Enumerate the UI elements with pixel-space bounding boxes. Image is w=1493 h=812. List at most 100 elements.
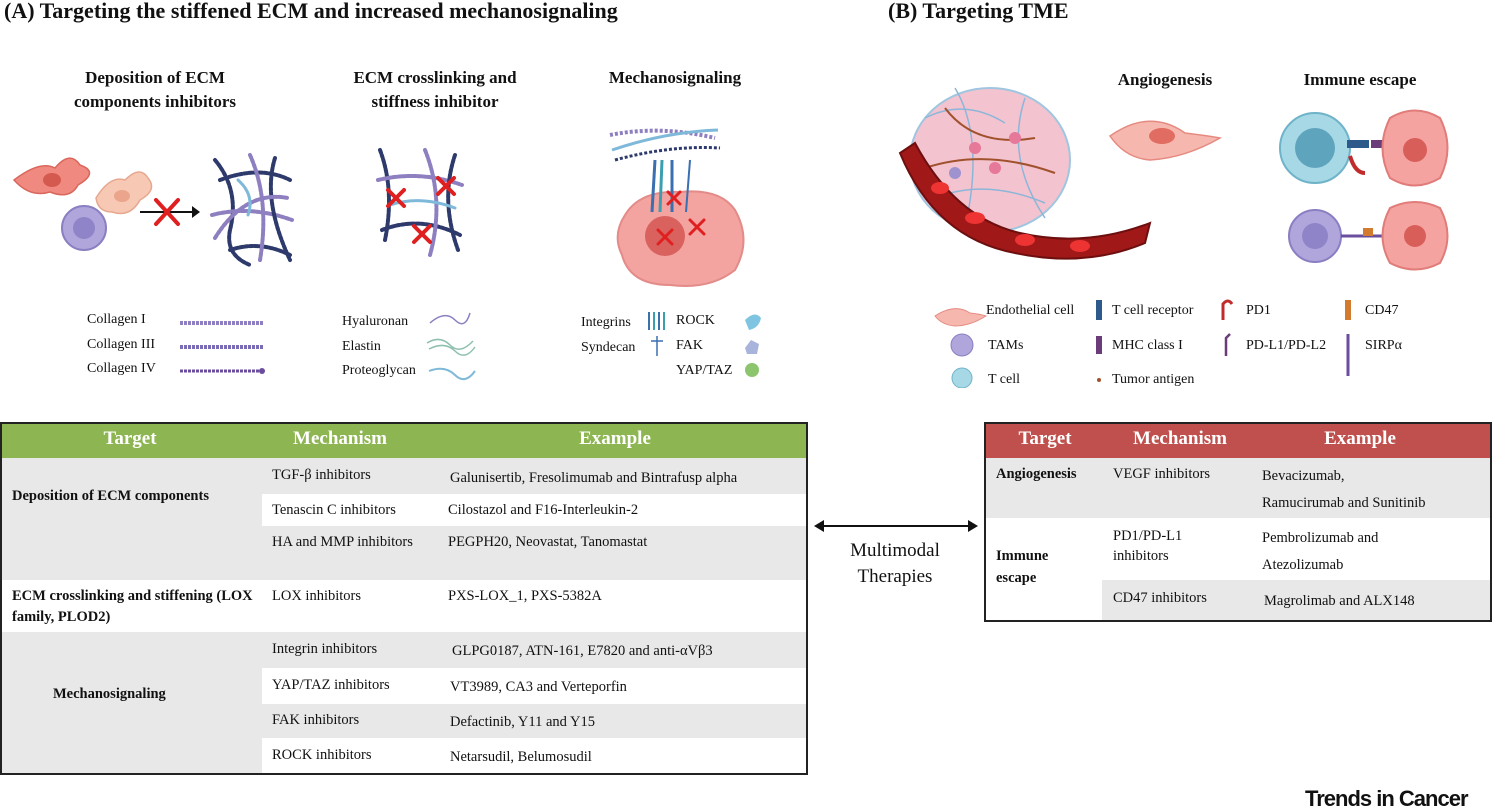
cd47-icon xyxy=(1363,228,1373,236)
panel-a-table xyxy=(0,422,808,775)
proteoglycan-swatch xyxy=(428,367,476,381)
table-row-bg xyxy=(262,458,806,494)
section-title-crosslinking: ECM crosslinking and stiffness inhibitor xyxy=(320,66,550,114)
table-row-example: Atezolizumab xyxy=(1262,557,1344,573)
legend-elastin: Elastin xyxy=(342,339,381,354)
panel-b-legend-icons xyxy=(934,299,1351,388)
tams-legend-icon xyxy=(950,333,974,357)
journal-brand: Trends in Cancer xyxy=(1305,786,1469,811)
table-b-header-target: Target xyxy=(1018,428,1072,449)
mhc-legend-icon xyxy=(1096,336,1102,354)
panel-a-illustration xyxy=(12,128,745,287)
table-row-mechanism: PD1/PD-L1 xyxy=(1113,528,1183,544)
inhibition-cross-icon xyxy=(386,188,406,208)
legend-hyaluronan: Hyaluronan xyxy=(342,314,409,329)
legend-tcell: T cell xyxy=(988,372,1021,387)
table-row-example: Pembrolizumab and xyxy=(1262,530,1379,546)
legend-endothelial: Endothelial cell xyxy=(986,303,1075,318)
table-row-target: Angiogenesis xyxy=(996,466,1077,482)
legend-fak: FAK xyxy=(676,338,703,353)
legend-proteoglycan: Proteoglycan xyxy=(342,363,416,378)
legend-syndecan: Syndecan xyxy=(581,340,636,355)
legend-tcr: T cell receptor xyxy=(1112,303,1194,318)
endothelial-legend-icon xyxy=(934,308,988,327)
mhc-icon xyxy=(1371,140,1385,148)
table-row-mechanism: ROCK inhibitors xyxy=(272,747,372,763)
inhibition-cross-icon xyxy=(666,190,682,206)
legend-mhc: MHC class I xyxy=(1112,338,1183,353)
table-row-mechanism: HA and MMP inhibitors xyxy=(272,534,413,550)
section-title-mechanosignaling: Mechanosignaling xyxy=(565,66,785,90)
legend-rock: ROCK xyxy=(676,313,715,328)
table-b-header-bar xyxy=(986,424,1490,458)
tcr-legend-icon xyxy=(1096,300,1102,320)
section-title-angiogenesis: Angiogenesis xyxy=(1117,70,1213,89)
table-row-example: Magrolimab and ALX148 xyxy=(1264,593,1415,609)
rock-icon xyxy=(745,314,761,330)
table-row-example: Defactinib, Y11 and Y15 xyxy=(450,714,595,730)
panel-a-title: (A) Targeting the stiffened ECM and incr… xyxy=(4,0,618,23)
legend-yaptaz: YAP/TAZ xyxy=(676,363,733,378)
legend-integrins: Integrins xyxy=(581,315,631,330)
table-a-header-mechanism: Mechanism xyxy=(293,428,387,449)
section-title-deposition: Deposition of ECM components inhibitors xyxy=(40,66,270,114)
table-row-example: Bevacizumab, xyxy=(1262,468,1345,484)
yaptaz-icon xyxy=(745,363,759,377)
panel-b-title: (B) Targeting TME xyxy=(888,0,1069,23)
legend-antigen: Tumor antigen xyxy=(1112,372,1195,387)
legend-collagen-3: Collagen III xyxy=(87,337,156,352)
panel-b-table xyxy=(984,422,1492,622)
table-row-example: Cilostazol and F16-Interleukin-2 xyxy=(448,502,639,518)
table-row-bg xyxy=(262,632,806,668)
table-row-example: Netarsudil, Belumosudil xyxy=(450,749,592,765)
multimodal-line: Therapies xyxy=(857,566,933,587)
table-a-header-bar xyxy=(2,424,806,458)
table-a-header-target: Target xyxy=(103,428,157,449)
section-title-line: Deposition of ECM xyxy=(85,68,225,87)
inhibition-cross-icon xyxy=(688,218,706,236)
table-row-mechanism: Tenascin C inhibitors xyxy=(272,502,396,518)
tcell-legend-icon xyxy=(951,367,973,388)
table-row-target: Deposition of ECM components xyxy=(12,488,209,504)
table-row-bg xyxy=(1102,580,1490,620)
table-row-mechanism: FAK inhibitors xyxy=(272,712,360,728)
elastin-swatch xyxy=(426,338,476,356)
panel-b-illustration xyxy=(898,87,1449,271)
table-row-bg xyxy=(262,526,806,580)
legend-pd1: PD1 xyxy=(1246,303,1271,318)
crosslinked-network-icon xyxy=(376,148,464,257)
fak-icon xyxy=(745,340,759,354)
table-row-bg xyxy=(2,632,262,773)
inhibition-cross-icon xyxy=(412,224,432,244)
inhibition-cross-icon xyxy=(154,198,180,226)
antigen-legend-icon xyxy=(1097,378,1101,382)
inhibition-cross-icon xyxy=(436,176,456,196)
multimodal-therapies-label: Multimodal Therapies xyxy=(820,538,970,590)
table-row-example: GLPG0187, ATN-161, E7820 and anti-αVβ3 xyxy=(452,643,713,659)
pd1-icon xyxy=(1348,155,1366,175)
inhibition-cross-icon xyxy=(656,228,674,246)
section-title-line: ECM crosslinking and xyxy=(353,68,517,87)
section-title-immune-escape: Immune escape xyxy=(1303,70,1417,89)
integrin-icon xyxy=(648,312,665,330)
table-b-header-mechanism: Mechanism xyxy=(1133,428,1227,449)
multimodal-line: Multimodal xyxy=(850,540,940,561)
hyaluronan-swatch xyxy=(429,312,471,325)
table-row-mechanism: TGF-β inhibitors xyxy=(272,467,371,483)
table-row-bg xyxy=(262,704,806,738)
section-title-line: components inhibitors xyxy=(74,92,236,111)
table-row-mechanism: CD47 inhibitors xyxy=(1113,590,1207,606)
table-row-mechanism: LOX inhibitors xyxy=(272,588,362,604)
collagen-network-icon xyxy=(210,153,294,267)
table-row-target: Mechanosignaling xyxy=(53,686,166,702)
double-arrow-icon xyxy=(814,520,978,532)
table-row-bg xyxy=(2,458,262,580)
table-row-target: escape xyxy=(996,570,1037,586)
table-row-mechanism: YAP/TAZ inhibitors xyxy=(272,677,390,693)
table-row-example: VT3989, CA3 and Verteporfin xyxy=(450,679,627,695)
tumor-mass-icon xyxy=(909,87,1071,233)
table-a-header-example: Example xyxy=(579,428,651,449)
table-b-header-example: Example xyxy=(1324,428,1396,449)
table-row-mechanism: VEGF inhibitors xyxy=(1113,466,1211,482)
pd1-legend-icon xyxy=(1221,299,1234,320)
